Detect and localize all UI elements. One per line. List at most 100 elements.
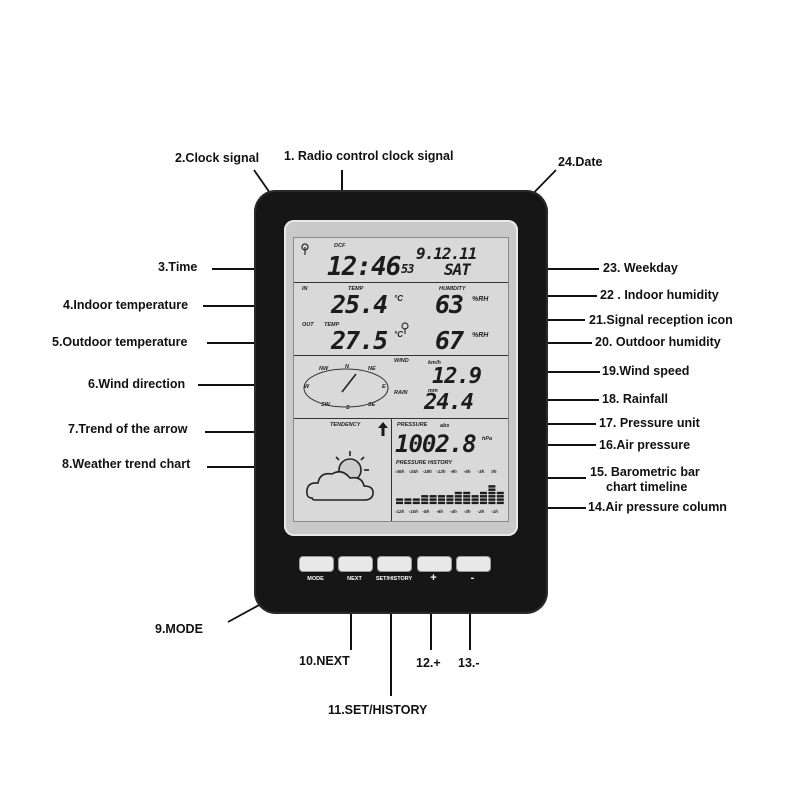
pressure-column-segment [396,501,403,505]
pressure-column-segment [496,491,504,495]
trend-arrow-icon [378,422,388,436]
pressure-column-segment [463,491,471,495]
pressure-column-segment [412,501,420,505]
wind-direction-arrow [341,373,357,393]
label-signal-reception-icon: 21.Signal reception icon [589,313,733,327]
label-wind-speed: 19.Wind speed [602,364,690,378]
compass-ne: NE [368,366,376,372]
indoor-temperature: 25.4 [331,290,388,319]
label-outdoor-humidity: 20. Outdoor humidity [595,335,721,349]
pressure-column-segment [404,498,412,501]
pressure-unit-hpa: hPa [482,436,493,442]
lcd-divider-2 [294,355,508,356]
wind-speed-unit: km/h [428,360,441,366]
air-pressure-columns [396,485,504,505]
pressure-column-segment [496,501,504,505]
compass-se: SE [368,402,376,408]
time-display: 12:46 [327,252,401,282]
label-outdoor-temperature: 5.Outdoor temperature [52,335,188,349]
pressure-column-segment [488,491,496,495]
mode-button[interactable] [299,556,334,572]
pressure-column-segment [488,485,496,488]
pressure-column-timeline: -12h-10h-8h-6h-4h-3h-2h-1h [395,509,505,517]
outdoor-humidity: 67 [435,326,464,355]
outdoor-temp-unit: °C [394,330,403,339]
label-next: 10.NEXT [299,654,350,668]
label-barometric-bar-chart-line2: chart timeline [606,480,688,494]
label-weekday: 23. Weekday [603,261,678,275]
pressure-column-segment [471,501,479,505]
rain-label: RAIN [394,390,408,396]
mode-button-label: MODE [307,576,324,582]
rainfall: 24.4 [424,390,474,415]
signal-reception-icon [401,322,409,334]
pressure-column-segment [471,495,479,498]
pressure-column-segment [421,501,429,505]
plus-button[interactable] [417,556,452,572]
out-temp-label: TEMP [324,322,340,328]
label-barometric-bar-chart: 15. Barometric bar [590,465,700,479]
seconds-display: 53 [401,262,414,276]
label-pressure-unit: 17. Pressure unit [599,416,700,430]
label-indoor-temperature: 4.Indoor temperature [63,298,189,312]
lcd-divider-vertical [391,418,392,521]
label-set-history: 11.SET/HISTORY [328,703,428,717]
out-label: OUT [302,322,314,328]
pressure-column-segment [396,498,403,501]
leader-line-wind-direction [198,384,306,386]
pressure-column-segment [421,495,429,498]
label-radio-control-clock-signal: 1. Radio control clock signal [284,149,454,163]
pressure-unit-abs: abs [440,423,450,429]
pressure-column-segment [454,501,462,505]
pressure-column-segment [446,495,454,498]
compass-nw: NW [319,366,329,372]
next-button[interactable] [338,556,373,572]
column-tick-0: -12h [395,509,405,514]
column-tick-4: -4h [450,509,457,514]
pressure-column-segment [488,498,496,501]
label-minus: 13.- [458,656,480,670]
radio-tower-icon [301,243,309,255]
timeline-tick-0: -36h [395,469,405,474]
pressure-column-segment [429,501,437,505]
sun-cloud-icon [306,451,374,501]
lcd-divider-1 [294,282,508,283]
compass-sw: SW [321,402,330,408]
pressure-column-segment [429,495,437,498]
next-button-label: NEXT [347,576,362,582]
leader-line-next [350,578,352,650]
wind-speed: 12.9 [432,364,482,389]
weekday-display: SAT [444,260,471,279]
compass-w: W [304,384,310,390]
label-plus: 12.+ [416,656,441,670]
pressure-column-segment [480,498,487,501]
pressure-column-segment [488,501,496,505]
leader-line-plus [430,590,432,650]
label-time: 3.Time [158,260,198,274]
compass-n: N [345,364,349,370]
pressure-column-segment [463,501,471,505]
pressure-column-segment [480,501,487,505]
in-label: IN [302,286,308,292]
rain-unit: mm [428,388,438,394]
indoor-humidity: 63 [435,290,464,319]
set-history-button-label: SET/HISTORY [375,576,413,582]
timeline-tick-6: -3h [477,469,485,474]
timeline-tick-3: -12h [436,469,446,474]
pressure-column-segment [446,498,454,501]
timeline-tick-1: -24h [408,469,419,474]
label-air-pressure-column: 14.Air pressure column [588,500,727,514]
tendency-label: TENDENCY [330,422,361,428]
wind-label: WIND [394,358,409,364]
column-tick-3: -6h [436,509,443,514]
label-rainfall: 18. Rainfall [602,392,668,406]
set-history-button[interactable] [377,556,412,572]
column-tick-1: -10h [408,509,419,514]
label-date: 24.Date [558,155,603,169]
compass-s: S [346,405,350,411]
minus-button[interactable] [456,556,491,572]
lcd-screen: DCF 12:46 53 9.12.11 SAT IN TEMP HUMIDIT… [293,237,509,522]
minus-button-label: - [470,572,475,584]
timeline-tick-2: -18h [422,469,432,474]
